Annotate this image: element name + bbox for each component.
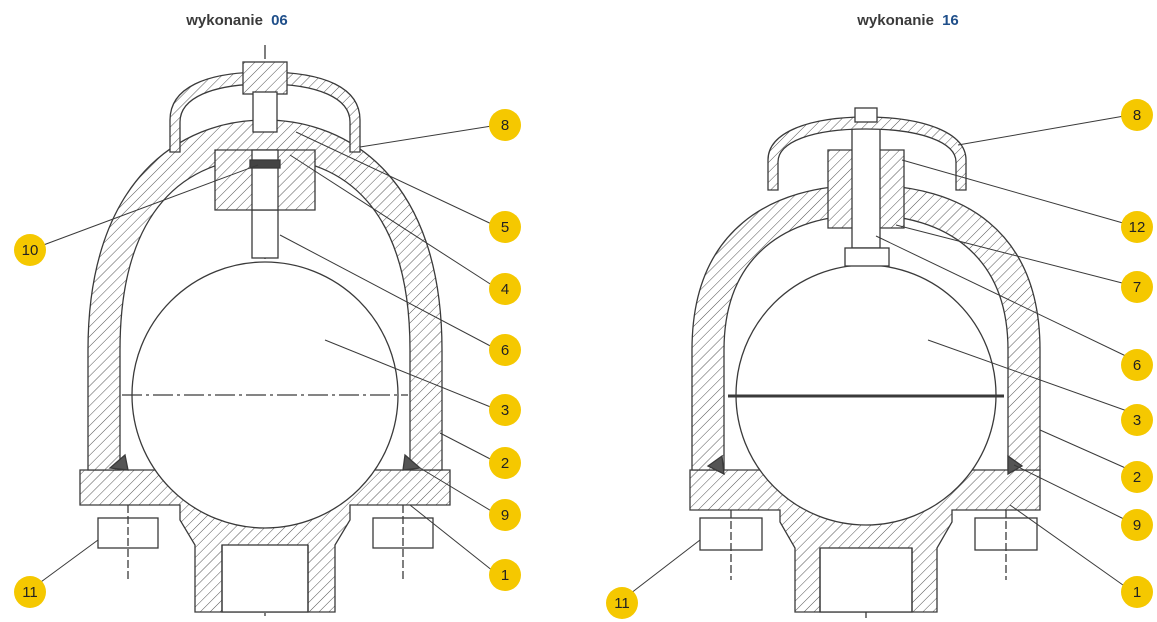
- callout-06-2: 2: [489, 447, 521, 479]
- callout-06-3: 3: [489, 394, 521, 426]
- callout-16-7: 7: [1121, 271, 1153, 303]
- valve-16-drawing: [689, 107, 1041, 618]
- callout-06-11: 11: [14, 576, 46, 608]
- callout-06-1-label: 1: [501, 567, 509, 584]
- variant-16: wykonanie 16: [606, 12, 1153, 619]
- callout-16-2: 2: [1121, 461, 1153, 493]
- callout-16-11: 11: [606, 587, 638, 619]
- callout-06-5: 5: [489, 211, 521, 243]
- variant-06: wykonanie 06: [14, 12, 521, 618]
- callout-06-8: 8: [489, 109, 521, 141]
- callout-16-12-label: 12: [1129, 219, 1146, 236]
- variant-16-title-prefix: wykonanie: [856, 12, 934, 29]
- callout-06-9: 9: [489, 499, 521, 531]
- callout-06-5-label: 5: [501, 219, 509, 236]
- callout-16-1: 1: [1121, 576, 1153, 608]
- variant-06-title-prefix: wykonanie: [185, 12, 263, 29]
- callout-16-3: 3: [1121, 404, 1153, 436]
- callout-16-3-label: 3: [1133, 412, 1141, 429]
- callout-16-12: 12: [1121, 211, 1153, 243]
- variant-16-title-number: 16: [942, 12, 959, 29]
- callout-16-6: 6: [1121, 349, 1153, 381]
- callout-16-6-label: 6: [1133, 357, 1141, 374]
- variant-06-title: wykonanie 06: [185, 12, 288, 29]
- variant-16-leaders: [621, 114, 1131, 601]
- callout-06-4: 4: [489, 273, 521, 305]
- callout-16-1-label: 1: [1133, 584, 1141, 601]
- callout-06-3-label: 3: [501, 402, 509, 419]
- callout-16-2-label: 2: [1133, 469, 1141, 486]
- callout-06-6-label: 6: [501, 342, 509, 359]
- callout-06-1: 1: [489, 559, 521, 591]
- variant-06-callouts: 8 5 4 6 3 2 9 1 10 11: [14, 109, 521, 608]
- variant-06-title-number: 06: [271, 12, 288, 29]
- callout-06-11-label: 11: [22, 584, 38, 601]
- callout-06-6: 6: [489, 334, 521, 366]
- callout-06-4-label: 4: [501, 281, 509, 298]
- variant-16-callouts: 8 12 7 6 3 2 9 1 11: [606, 99, 1153, 619]
- callout-06-2-label: 2: [501, 455, 509, 472]
- callout-16-9: 9: [1121, 509, 1153, 541]
- callout-06-10-label: 10: [22, 242, 39, 259]
- callout-16-8: 8: [1121, 99, 1153, 131]
- callout-06-8-label: 8: [501, 117, 509, 134]
- valve-06-drawing: [79, 45, 451, 618]
- variant-16-title: wykonanie 16: [856, 12, 959, 29]
- callout-06-10: 10: [14, 234, 46, 266]
- callout-16-8-label: 8: [1133, 107, 1141, 124]
- callout-16-11-label: 11: [614, 595, 630, 612]
- callout-16-7-label: 7: [1133, 279, 1141, 296]
- callout-16-9-label: 9: [1133, 517, 1141, 534]
- callout-06-9-label: 9: [501, 507, 509, 524]
